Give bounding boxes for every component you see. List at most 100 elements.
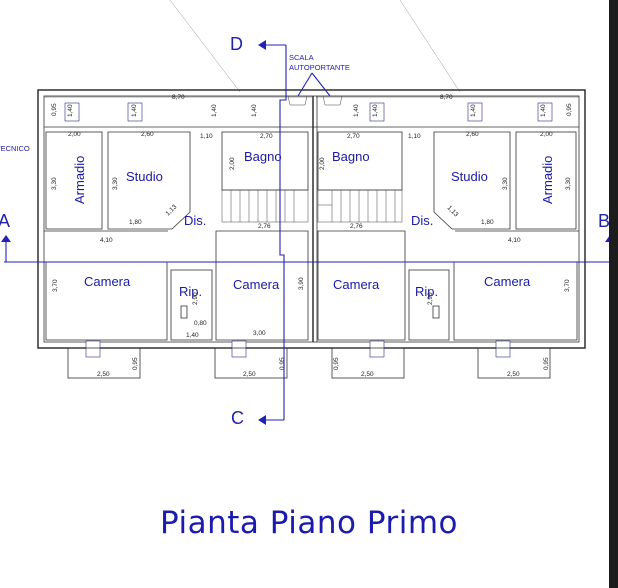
room-camera-2 [215,230,309,341]
room-label-studio-left: Studio [126,169,163,184]
dim-win: 1,40 [353,104,360,117]
dim-camera2-h: 3,90 [298,277,305,290]
dim-win: 1,40 [251,104,258,117]
balcony-1 [67,347,141,379]
stair-mark-right [322,95,343,106]
dim-rip-w1: 0,80 [194,320,207,327]
dim-bagno-l: 2,70 [260,133,273,140]
drawing-title: Pianta Piano Primo [159,505,459,541]
dim-armadio-r: 2,00 [540,131,553,138]
dim-win: 1,40 [540,104,547,117]
room-studio-left [107,131,191,230]
dim-rip-w2: 1,40 [186,332,199,339]
section-label-a: A [0,211,10,231]
dim-rip-h-l: 2,90 [192,292,199,305]
staircase-right [317,189,403,223]
note-leader [297,72,313,97]
section-label-b: B [598,211,610,231]
dim-diag-r: 1,13 [446,204,460,218]
room-camera-3 [317,230,406,341]
dim-balcony-2: 2,50 [243,371,256,378]
dim-win-095: 0,95 [543,357,550,370]
dim-total-left: 8,70 [172,94,185,101]
window-bottom [369,340,385,358]
dim-win: 1,40 [211,104,218,117]
construction-line [399,0,461,93]
dim-bagno-h-r: 2,00 [319,157,326,170]
window-top [369,102,385,122]
note-autoportante: AUTOPORTANTE [289,63,350,72]
room-label-armadio-left: Armadio [72,156,87,204]
dim-win: 1,40 [470,104,477,117]
fixture [180,305,188,319]
window-bottom [495,340,511,358]
dim-corr-r: 1,10 [408,133,421,140]
note-leader [311,72,331,97]
dim-win: 1,40 [67,104,74,117]
window-top [537,102,553,122]
balcony-3 [331,347,405,379]
dim-bagno-h-l: 2,00 [229,157,236,170]
room-label-bagno-left: Bagno [244,149,282,164]
outer-wall-inner [43,95,580,343]
window-bottom [231,340,247,358]
note-scala: SCALA [289,53,314,62]
dim-camera-h-r: 3,70 [564,279,571,292]
room-label-camera-1: Camera [84,274,131,289]
section-arrow-d [258,40,266,50]
dim-armadio-h-r: 3,30 [565,177,572,190]
dim-studio-l: 2,60 [141,131,154,138]
balcony-2 [214,347,288,379]
room-rip-right [408,269,450,341]
room-label-dis-left: Dis. [184,213,206,228]
room-label-armadio-right: Armadio [540,156,555,204]
window-edge [609,0,618,588]
dim-win-095: 0,95 [132,357,139,370]
outer-wall [37,89,586,349]
dim-corr-l: 1,10 [200,133,213,140]
note-tecnico: TECNICO [0,144,30,153]
window-top [64,102,80,122]
dim-win: 0,95 [51,103,58,116]
dim-armadio-l: 2,00 [68,131,81,138]
room-armadio-left [45,131,103,230]
dim-armadio-h-l: 3,30 [51,177,58,190]
dim-win: 1,40 [372,104,379,117]
dim-balcony-1: 2,50 [97,371,110,378]
staircase-left [221,189,309,223]
dim-total-right: 8,70 [440,94,453,101]
room-label-dis-right: Dis. [411,213,433,228]
section-arrow-a [1,235,11,242]
room-label-rip-right: Rip. [415,284,438,299]
dim-win-095: 0,95 [333,357,340,370]
balcony-4 [477,347,551,379]
dim-dis-w-r: 2,76 [350,223,363,230]
dim-studio-h-l: 3,30 [112,177,119,190]
dim-dis-w-l: 2,76 [258,223,271,230]
room-label-camera-2: Camera [233,277,280,292]
room-studio-right [433,131,511,230]
dim-rip-h-r: 2,90 [427,292,434,305]
room-label-rip-left: Rip. [179,284,202,299]
dim-camera-w-r: 4,10 [508,237,521,244]
section-arrow-c [258,415,266,425]
dim-studio-w-r: 1,80 [481,219,494,226]
room-label-camera-4: Camera [484,274,531,289]
room-label-bagno-right: Bagno [332,149,370,164]
stair-mark-left [287,95,308,106]
dim-camera-w-l: 4,10 [100,237,113,244]
dim-win: 1,40 [131,104,138,117]
dim-camera-h-l: 3,70 [52,279,59,292]
window-top [127,102,143,122]
dim-diag-l: 1,13 [164,203,178,217]
dim-studio-r: 2,60 [466,131,479,138]
dim-studio-w-l: 1,80 [129,219,142,226]
construction-line [169,0,241,93]
dim-win: 0,95 [566,103,573,116]
room-armadio-right [515,131,577,230]
dim-win-095: 0,95 [279,357,286,370]
room-label-studio-right: Studio [451,169,488,184]
dim-camera2-w: 3,00 [253,330,266,337]
window-top [467,102,483,122]
